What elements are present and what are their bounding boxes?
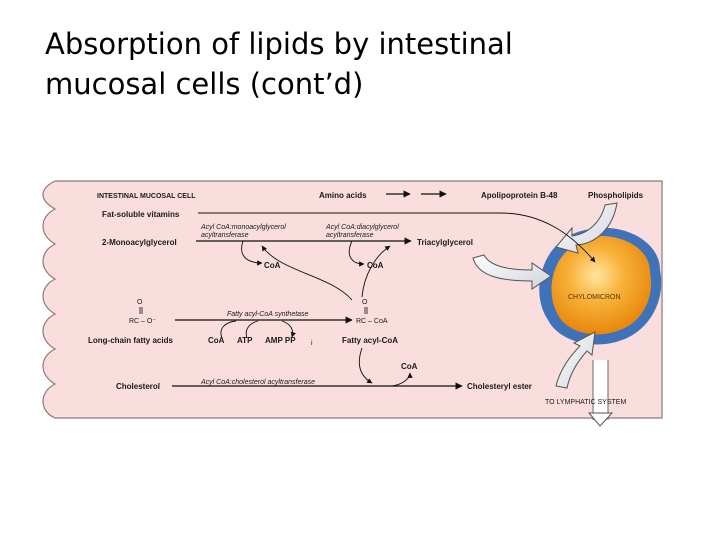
cell-label: INTESTINAL MUCOSAL CELL [97, 193, 196, 200]
chylomicron: CHYLOMICRON [539, 227, 662, 345]
acyl-coa-formula: RC – CoA [356, 318, 388, 325]
slide-title: Absorption of lipids by intestinal mucos… [45, 24, 685, 104]
enzyme-mag-line-2: acyltransferase [201, 232, 249, 239]
fatty-acid-formula: RC – O⁻ [129, 318, 156, 325]
title-line-2: mucosal cells (cont’d) [45, 67, 364, 101]
coa-release-curve-2 [348, 240, 365, 267]
amp-released-curve [281, 320, 296, 338]
phospholipids-label: Phospholipids [588, 191, 644, 200]
lymphatic-vessel [593, 360, 608, 420]
coa-release-curve-1 [241, 240, 263, 266]
vitamins-arrow [198, 212, 596, 263]
coa-label-1: CoA [264, 261, 281, 270]
enzyme-chol-label: Acyl CoA:cholesterol acyltransferase [200, 379, 315, 386]
monoacylglycerol-label: 2-Monoacylglycerol [102, 238, 177, 247]
synthetase-label: Fatty acyl-CoA synthetase [227, 311, 309, 318]
intestinal-cell-body [42, 180, 663, 419]
atp-label: ATP [237, 336, 253, 345]
fatty-acyl-coa-to-ace-curve [358, 347, 373, 384]
coa-label-4: CoA [401, 362, 418, 371]
coa-consumed-curve [220, 320, 237, 339]
amino-acids-label: Amino acids [319, 191, 367, 200]
triacylglycerol-big-arrow [472, 254, 552, 290]
coa-label-3: CoA [208, 336, 225, 345]
triacylglycerol-label: Triacylglycerol [417, 238, 473, 247]
atp-consumed-curve [245, 320, 259, 339]
enzyme-dag-line-1: Acyl CoA:diacylglycerol [325, 224, 399, 231]
pp-subscript: i [311, 340, 313, 347]
acyl-coa-feed-arrow-2 [361, 245, 391, 298]
lymphatic-label: TO LYMPHATIC SYSTEM [545, 399, 626, 406]
acyl-coa-feed-arrow-1 [261, 245, 353, 301]
fatty-acyl-coa-label: Fatty acyl-CoA [342, 336, 398, 345]
phospholipid-big-arrow [555, 202, 618, 254]
chylomicron-label: CHYLOMICRON [568, 294, 621, 301]
apolipoprotein-label: Apolipoprotein B-48 [481, 191, 558, 200]
long-chain-fatty-acids-label: Long-chain fatty acids [88, 336, 173, 345]
cholesteryl-ester-big-arrow [555, 331, 596, 389]
cholesterol-label: Cholesterol [116, 382, 160, 391]
fatty-acid-o: O [137, 299, 143, 306]
coa-label-2: CoA [367, 261, 384, 270]
enzyme-mag-line-1: Acyl CoA:monoacylglycerol [200, 224, 286, 231]
acyl-coa-o: O [362, 299, 368, 306]
lymph-down-arrow [587, 412, 614, 427]
coa-release-curve-4 [391, 372, 413, 387]
cholesteryl-ester-label: Cholesteryl ester [467, 382, 532, 391]
title-line-1: Absorption of lipids by intestinal [45, 27, 513, 61]
fat-soluble-vitamins-label: Fat-soluble vitamins [102, 210, 180, 219]
enzyme-dag-line-2: acyltransferase [326, 232, 374, 239]
amp-pp-label: AMP PP [265, 336, 296, 345]
